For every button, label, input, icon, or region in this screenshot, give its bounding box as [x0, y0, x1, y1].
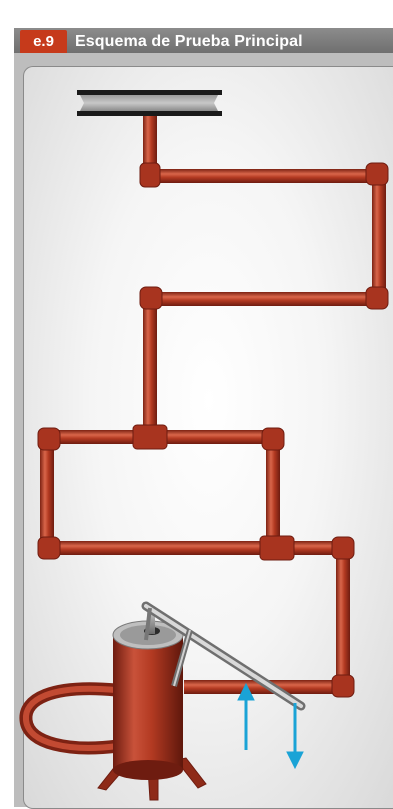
ceiling-beam — [77, 90, 222, 116]
figure-number-badge: e.9 — [20, 30, 67, 53]
figure-title: Esquema de Prueba Principal — [75, 32, 303, 50]
pipe-fittings — [37, 162, 389, 698]
flow-out-arrow-icon — [286, 703, 304, 770]
pump-hose-icon — [19, 682, 125, 755]
figure-header: e.9 Esquema de Prueba Principal — [0, 0, 393, 53]
pump-handle-icon — [141, 601, 306, 711]
main-pipe — [40, 116, 386, 694]
test-pump-icon — [112, 620, 184, 780]
flow-arrows — [237, 682, 304, 770]
flow-in-arrow-icon — [237, 682, 255, 750]
title-bar — [14, 28, 393, 53]
